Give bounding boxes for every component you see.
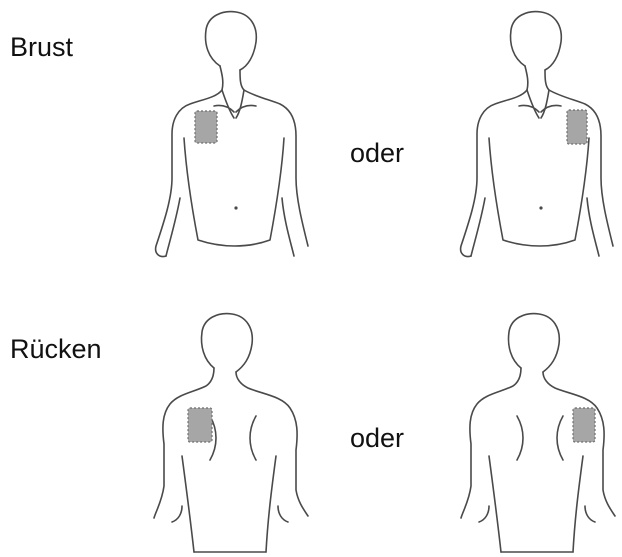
back-torso-figure-right-patch [455,306,620,556]
back-torso-figure-left-patch [148,306,313,556]
back-section-label: Rücken [10,336,102,363]
or-text-chest: oder [350,140,404,167]
patch-marker [188,408,212,442]
front-torso-outline [156,12,308,257]
chest-section-label: Brust [10,34,73,61]
front-torso-figure-left-patch [150,8,310,273]
patch-marker [567,110,587,144]
patch-marker [573,408,595,442]
front-torso-outline [461,12,613,257]
front-torso-figure-right-patch [455,8,615,273]
back-torso-outline [154,314,308,552]
patch-marker [195,111,217,143]
or-text-back: oder [350,425,404,452]
